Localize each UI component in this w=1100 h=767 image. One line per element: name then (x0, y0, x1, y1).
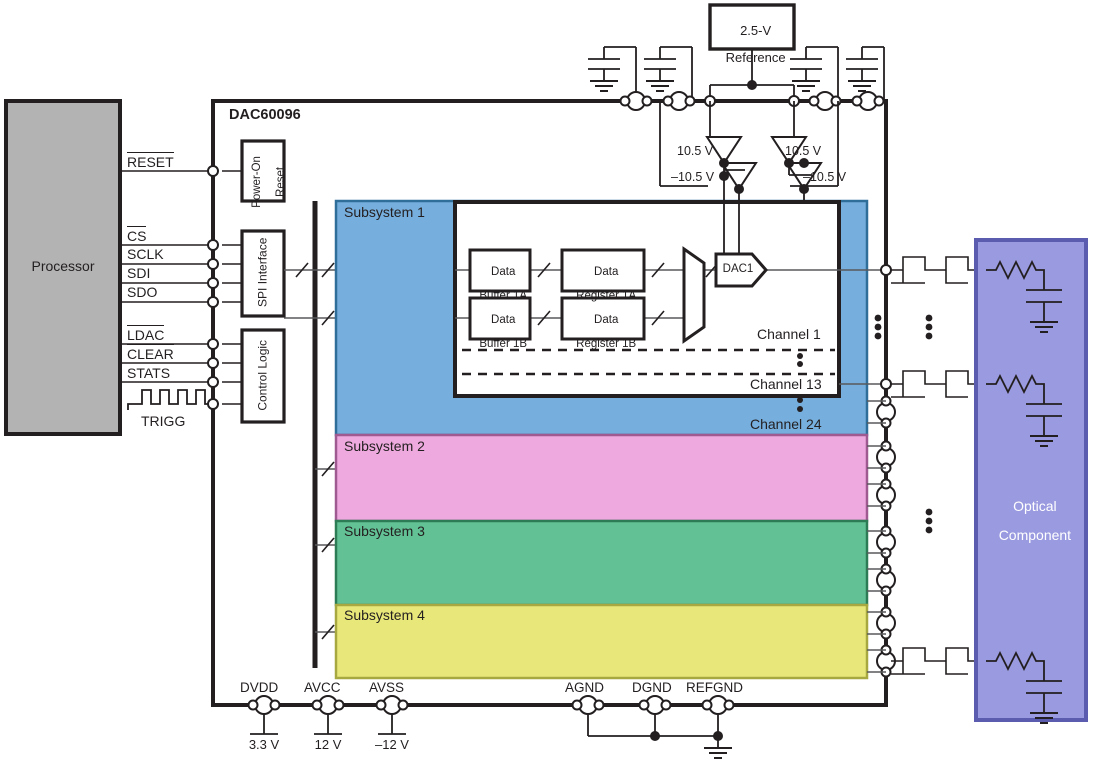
vertical-ellipsis-right-a (874, 314, 882, 340)
trace-connector-bottom (891, 647, 986, 675)
decoupling-caps (588, 46, 885, 101)
rail-label-pos-left: 10.5 V (677, 144, 714, 158)
rc-network-top (986, 259, 1062, 333)
subsystem-4-band (334, 603, 869, 680)
optical-component-label: Optical Component (998, 497, 1072, 544)
power-on-reset-label: Power-On Reset (250, 156, 288, 208)
trigg-waveform (127, 389, 213, 410)
vertical-ellipsis-right-c (925, 508, 933, 534)
amp-left-pos (705, 136, 743, 165)
signal-label-reset: RESET (127, 152, 174, 170)
subsystem-2-label: Subsystem 2 (344, 438, 425, 454)
data-buffer-1b-label: Data Buffer 1B (479, 314, 528, 351)
data-register-1a-label: Data Register 1A (576, 266, 637, 303)
channel-repeat-dashed (462, 348, 835, 376)
channel-13-label: Channel 13 (750, 376, 822, 392)
rail-label-neg-right: –10.5 V (803, 170, 847, 184)
processor-label: Processor (31, 258, 95, 274)
rc-network-mid (986, 373, 1062, 447)
power-pin-dvdd-label: DVDD (240, 680, 279, 695)
dac1-symbol (714, 252, 768, 288)
signal-label-cs: CS (127, 226, 147, 244)
control-logic-block (240, 328, 286, 424)
data-buffer-1a-block (468, 248, 532, 293)
data-buffer-1a-label: Data Buffer 1A (479, 266, 528, 303)
ground-pin-agnd-label: AGND (565, 680, 605, 695)
reference-label: 2.5-V Reference (725, 22, 786, 65)
ground-pin-dgnd-label: DGND (632, 680, 672, 695)
signal-label-sdi: SDI (127, 265, 151, 281)
mux-symbol (682, 246, 706, 344)
signal-label-ldac: LDAC (127, 325, 165, 343)
signal-label-stats: STATS (127, 365, 171, 381)
power-value-avss: –12 V (375, 737, 409, 752)
subsystem-4-label: Subsystem 4 (344, 607, 425, 623)
amp-right-pos (770, 136, 808, 165)
processor-block (4, 99, 122, 436)
data-buffer-1b-block (468, 296, 532, 341)
channel-1-label: Channel 1 (757, 326, 821, 342)
signal-label-sdo: SDO (127, 284, 158, 300)
power-on-reset-block (240, 139, 286, 203)
spi-interface-label: SPI Interface (255, 237, 270, 307)
dac1-label: DAC1 (722, 263, 754, 275)
power-pin-avss-label: AVSS (369, 680, 405, 695)
device-title: DAC60096 (229, 107, 301, 123)
subsystem-3-band (334, 519, 869, 607)
vertical-ellipsis-right-b (925, 314, 933, 340)
vertical-ellipsis-channel (797, 353, 803, 367)
rail-label-neg-left: –10.5 V (671, 170, 715, 184)
channel-24-label: Channel 24 (750, 416, 822, 432)
power-pin-avcc-label: AVCC (304, 680, 341, 695)
trace-connector-mid (891, 370, 986, 398)
data-register-1b-label: Data Register 1B (576, 314, 637, 351)
signal-label-sclk: SCLK (127, 246, 164, 262)
subsystem-1-label: Subsystem 1 (344, 204, 425, 220)
rail-junction-dots (719, 158, 809, 194)
vertical-ellipsis-ch24 (797, 397, 803, 412)
data-register-1a-block (560, 248, 646, 293)
signal-label-clear: CLEAR (127, 344, 174, 362)
power-value-dvdd: 3.3 V (248, 737, 280, 752)
data-register-1b-block (560, 296, 646, 341)
control-logic-label: Control Logic (255, 339, 270, 411)
optical-component-block (974, 238, 1088, 722)
power-value-avcc: 12 V (314, 737, 342, 752)
rc-network-bottom (986, 650, 1062, 724)
trace-connector-top (891, 256, 986, 284)
signal-label-trigg: TRIGG (141, 413, 186, 429)
ground-pin-refgnd-label: REFGND (686, 680, 743, 695)
spi-interface-block (240, 229, 286, 318)
rail-label-pos-right: 10.5 V (785, 144, 822, 158)
subsystem-3-label: Subsystem 3 (344, 523, 425, 539)
subsystem-2-band (334, 433, 869, 523)
reference-block (708, 3, 796, 51)
